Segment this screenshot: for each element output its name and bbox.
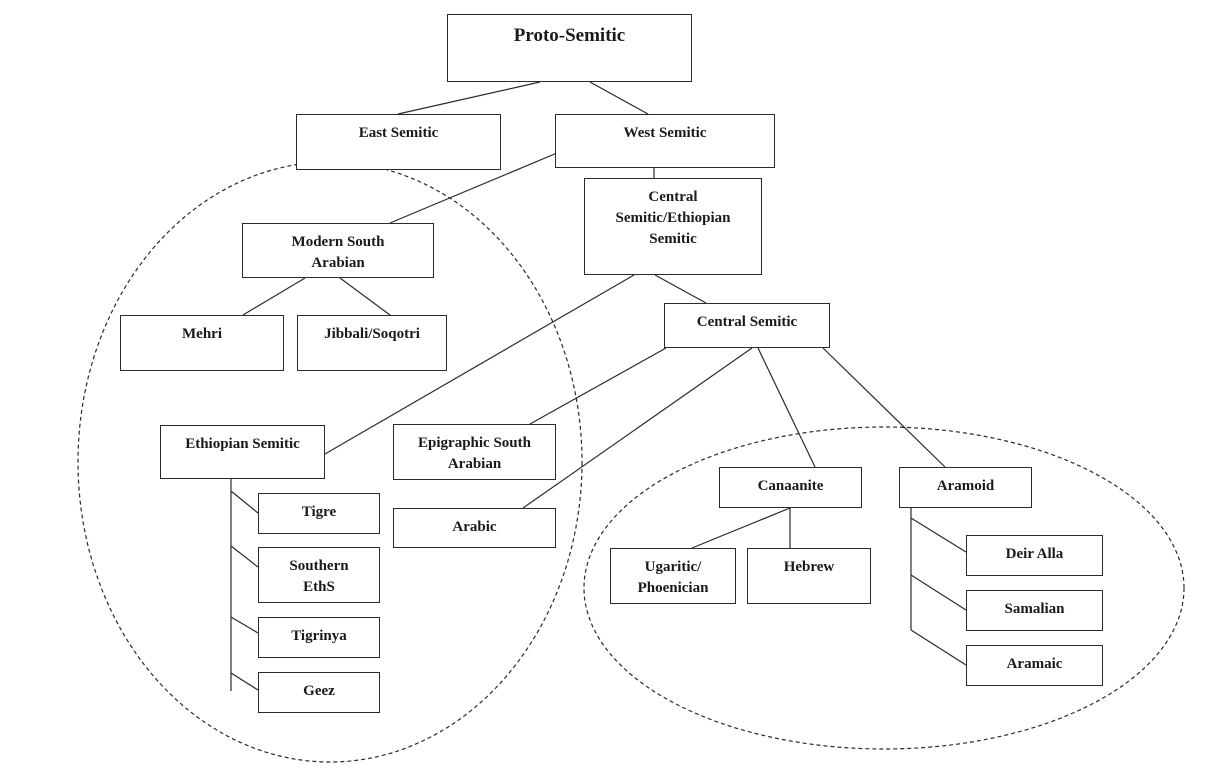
- node-aramaic: Aramaic: [966, 645, 1103, 686]
- node-deir-alla: Deir Alla: [966, 535, 1103, 576]
- node-ugaritic-phoenician: Ugaritic/ Phoenician: [610, 548, 736, 604]
- node-mehri: Mehri: [120, 315, 284, 371]
- node-samalian: Samalian: [966, 590, 1103, 631]
- link-proto-to-east: [397, 81, 541, 115]
- node-east-semitic: East Semitic: [296, 114, 501, 170]
- link-central-to-arabic: [522, 347, 753, 509]
- node-central-semitic: Central Semitic: [664, 303, 830, 348]
- node-proto-semitic: Proto-Semitic: [447, 14, 692, 82]
- link-central-to-epigraphic: [529, 347, 667, 425]
- node-central-ethiopian-semitic: Central Semitic/Ethiopian Semitic: [584, 178, 762, 275]
- node-jibbali-soqotri: Jibbali/Soqotri: [297, 315, 447, 371]
- link-central-ethiopian-to-central: [654, 274, 707, 304]
- node-aramoid: Aramoid: [899, 467, 1032, 508]
- node-arabic: Arabic: [393, 508, 556, 548]
- link-ethiopian-bracket: [230, 479, 259, 691]
- link-msa-to-mehri: [242, 277, 306, 316]
- node-geez: Geez: [258, 672, 380, 713]
- link-proto-to-west: [589, 81, 649, 115]
- link-aramoid-bracket: [910, 508, 967, 666]
- node-canaanite: Canaanite: [719, 467, 862, 508]
- node-tigrinya: Tigrinya: [258, 617, 380, 658]
- link-west-to-modern-south-arabian: [389, 152, 558, 224]
- link-canaanite-to-ugaritic: [691, 507, 791, 549]
- link-central-to-canaanite: [757, 347, 816, 468]
- node-epigraphic-south-arabian: Epigraphic South Arabian: [393, 424, 556, 480]
- node-modern-south-arabian: Modern South Arabian: [242, 223, 434, 278]
- link-central-to-aramoid: [822, 347, 946, 468]
- node-southern-eths: Southern EthS: [258, 547, 380, 603]
- link-central-ethiopian-to-ethiopian: [324, 274, 635, 455]
- node-ethiopian-semitic: Ethiopian Semitic: [160, 425, 325, 479]
- node-tigre: Tigre: [258, 493, 380, 534]
- node-west-semitic: West Semitic: [555, 114, 775, 168]
- northwest-semitic-group-ellipse: [583, 426, 1185, 750]
- node-hebrew: Hebrew: [747, 548, 871, 604]
- link-msa-to-jibbali: [339, 277, 391, 316]
